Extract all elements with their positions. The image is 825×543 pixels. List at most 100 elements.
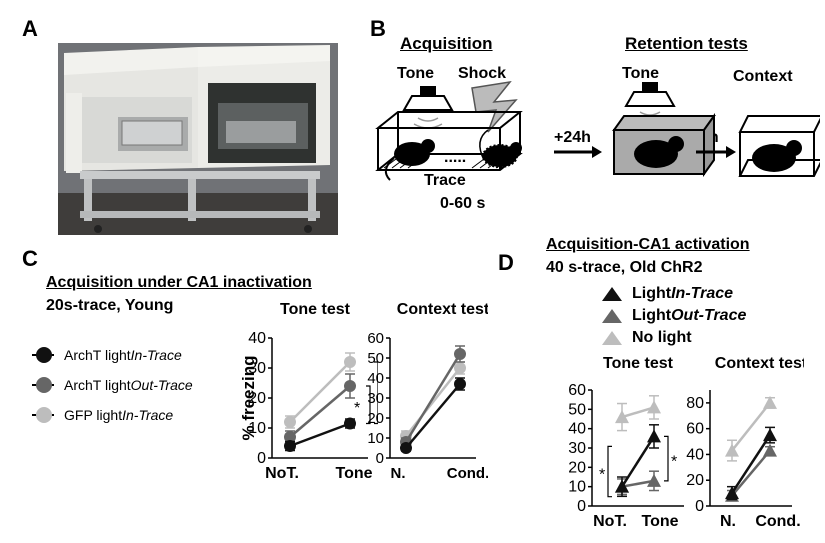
arrow-24h [554,146,602,158]
x-category-label: N. [391,465,406,482]
y-tick-label: 0 [577,498,586,515]
legend-item: ArchT light In-Trace [30,340,193,370]
legend-item: GFP light In-Trace [30,400,193,430]
legend-label-italic: In-Trace [671,285,734,302]
y-tick-label: 60 [686,421,704,438]
chart-title: Context test [397,301,488,318]
tone-label-ret: Tone [622,65,660,82]
data-point [647,400,661,414]
y-tick-label: 40 [568,421,586,438]
chart-title: Tone test [603,355,674,372]
y-tick-label: 20 [686,472,704,489]
mouse-icon [384,139,435,181]
legend-marker [32,377,54,393]
series-line [404,353,462,443]
data-point [454,362,466,374]
shock-label: Shock [458,65,507,82]
trace-range-label: 0-60 s [440,195,486,212]
y-tick-label: 10 [568,479,586,496]
legend-label: ArchT light [64,347,131,363]
series-line [289,385,351,438]
legend-label-italic: In-Trace [122,407,174,423]
data-point [763,428,777,442]
mouse-context-icon [752,140,802,172]
series-line [731,449,771,497]
y-tick-label: 40 [686,446,704,463]
y-tick-label: 60 [367,330,384,347]
chart-title: Context test [715,355,804,372]
y-tick-label: 30 [568,440,586,457]
significance-label: * [354,400,360,417]
data-point [763,395,777,409]
significance-bracket [607,445,612,498]
tone-test-chamber [612,112,716,178]
y-axis-label: % freezing [239,355,258,440]
y-tick-label: 10 [367,430,384,447]
mouse-shock-icon [479,129,522,168]
y-tick-label: 20 [248,390,266,407]
y-tick-label: 40 [367,370,384,387]
significance-bracket [664,435,669,482]
y-tick-label: 50 [568,401,586,418]
trace-dots: ..... [444,149,466,166]
y-tick-label: 20 [367,410,384,427]
data-point [344,380,356,392]
series-line [289,422,351,448]
legend-label: No light [632,329,692,346]
series-line [731,402,771,452]
legend-marker [602,331,622,345]
data-point [284,431,296,443]
apparatus-photo-drawing [58,43,338,235]
chart-title: Tone test [280,301,351,318]
panel-letter-a: A [22,16,38,41]
data-point [615,410,629,424]
data-point [284,440,296,452]
y-tick-label: 80 [686,395,704,412]
legend-label-italic: In-Trace [130,347,182,363]
y-tick-label: 10 [248,420,266,437]
series-line [620,435,656,488]
series-line [405,383,461,449]
data-point [647,473,661,487]
series-line [730,434,772,494]
significance-label: ** [376,393,378,405]
data-point [454,378,466,390]
y-tick-label: 30 [248,360,266,377]
delay-24h-label: +24h [554,129,591,146]
series-line [405,367,461,437]
data-point [647,429,661,443]
retention-heading: Retention tests [625,34,748,53]
data-point [400,442,412,454]
x-category-label: NoT. [593,513,627,530]
significance-bracket [366,385,371,425]
data-point [615,479,629,493]
x-category-label: Cond. [755,513,800,530]
data-point [344,417,356,430]
panel-d-subtitle: 40 s-trace, Old ChR2 [546,259,703,276]
y-tick-label: 0 [257,450,266,467]
legend-label: GFP light [64,407,123,423]
y-tick-label: 0 [695,498,704,515]
legend-marker [602,309,622,323]
speaker-icon [402,86,454,129]
data-point [344,356,356,368]
panel-c-title: Acquisition under CA1 inactivation [46,274,312,291]
data-point [725,443,739,457]
acquisition-heading: Acquisition [400,34,493,53]
legend-item: Light In-Trace [598,283,746,305]
legend-label-italic: Out-Trace [130,377,193,393]
x-category-label: N. [720,513,736,530]
y-tick-label: 0 [376,450,384,467]
protocol-diagram: ..... [375,80,820,181]
series-line [621,406,655,419]
legend-marker [602,287,622,301]
tone-label-acq: Tone [397,65,435,82]
speaker-icon-ret [624,82,676,116]
chart-d-context: Context test 0 20 40 60 80N. Cond. [686,355,804,530]
y-tick-label: 50 [367,350,384,367]
legend-item: No light [598,327,746,349]
context-label: Context [733,68,793,85]
